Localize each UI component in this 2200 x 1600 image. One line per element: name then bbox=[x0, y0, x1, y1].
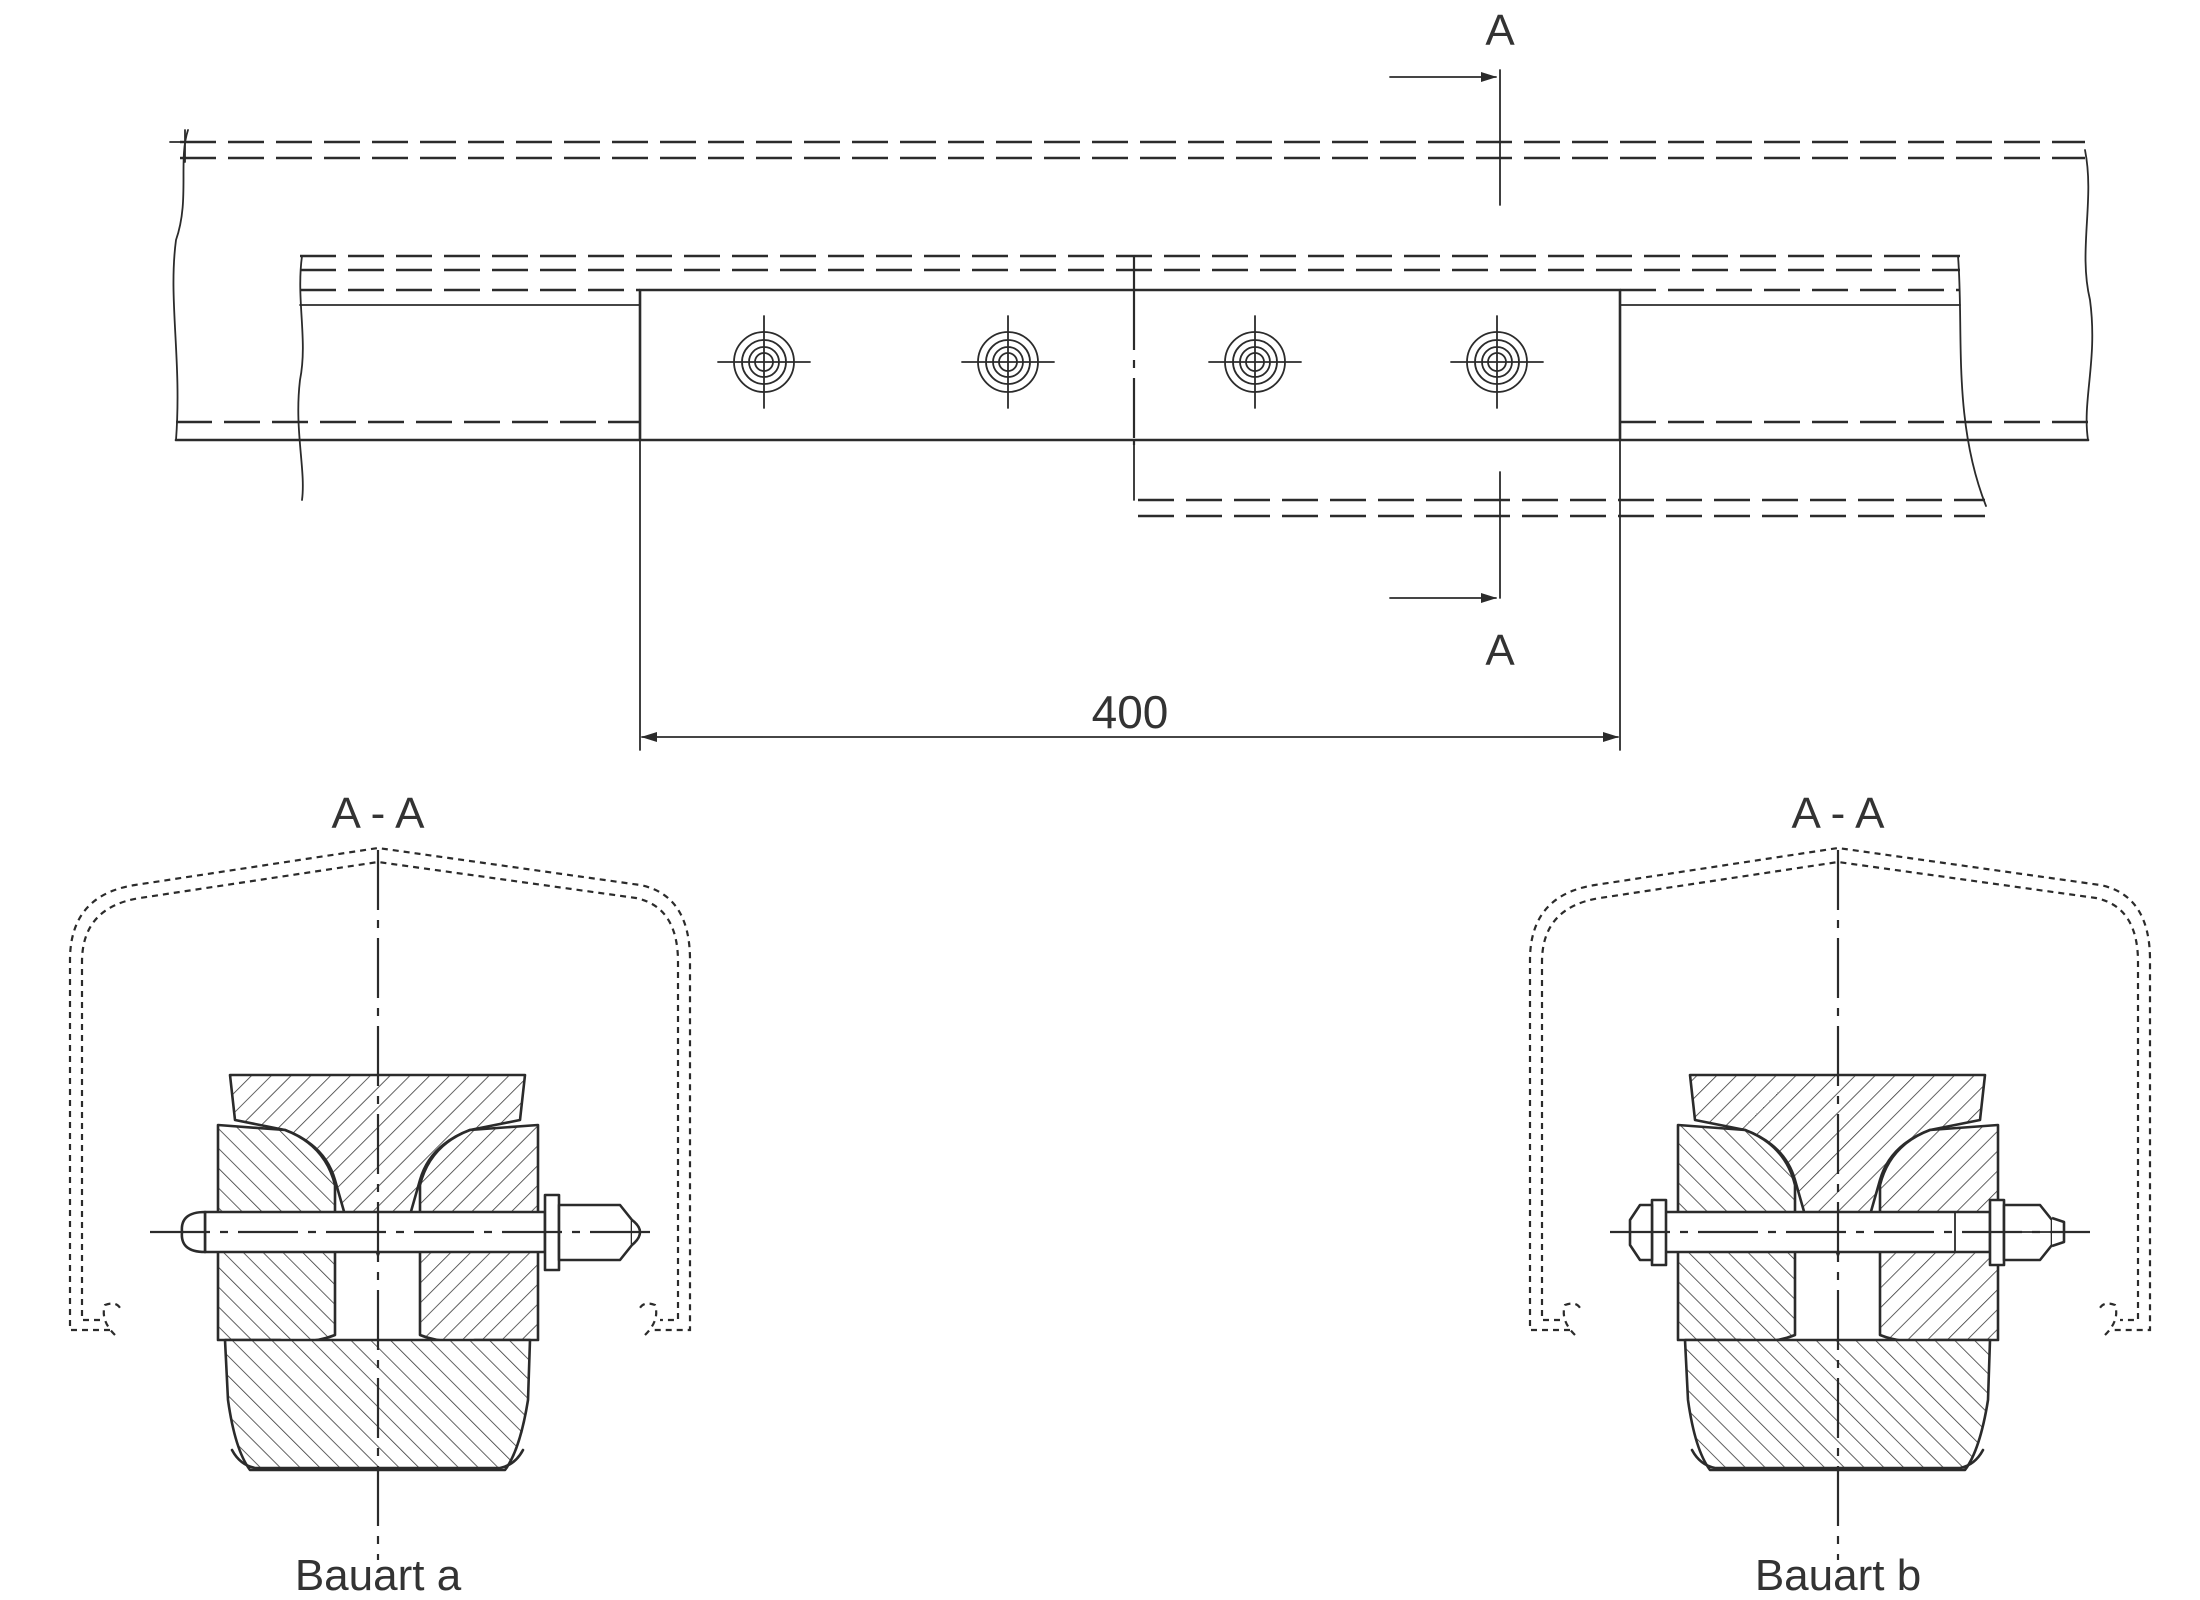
caption-bauart-a: Bauart a bbox=[295, 1551, 462, 1600]
section-title-right: A - A bbox=[1792, 789, 1886, 838]
break-line-right bbox=[2084, 149, 2094, 441]
section-label-bottom: A bbox=[1485, 626, 1515, 675]
caption-bauart-b: Bauart b bbox=[1755, 1551, 1921, 1600]
section-label-top: A bbox=[1485, 6, 1515, 55]
section-view-a bbox=[68, 846, 692, 1560]
rail-side-view bbox=[169, 69, 2094, 751]
dimension-value: 400 bbox=[1092, 686, 1169, 738]
section-view-b bbox=[1528, 846, 2152, 1560]
break-line-left bbox=[172, 129, 189, 441]
section-title-left: A - A bbox=[332, 789, 426, 838]
fishplate bbox=[638, 288, 1622, 442]
